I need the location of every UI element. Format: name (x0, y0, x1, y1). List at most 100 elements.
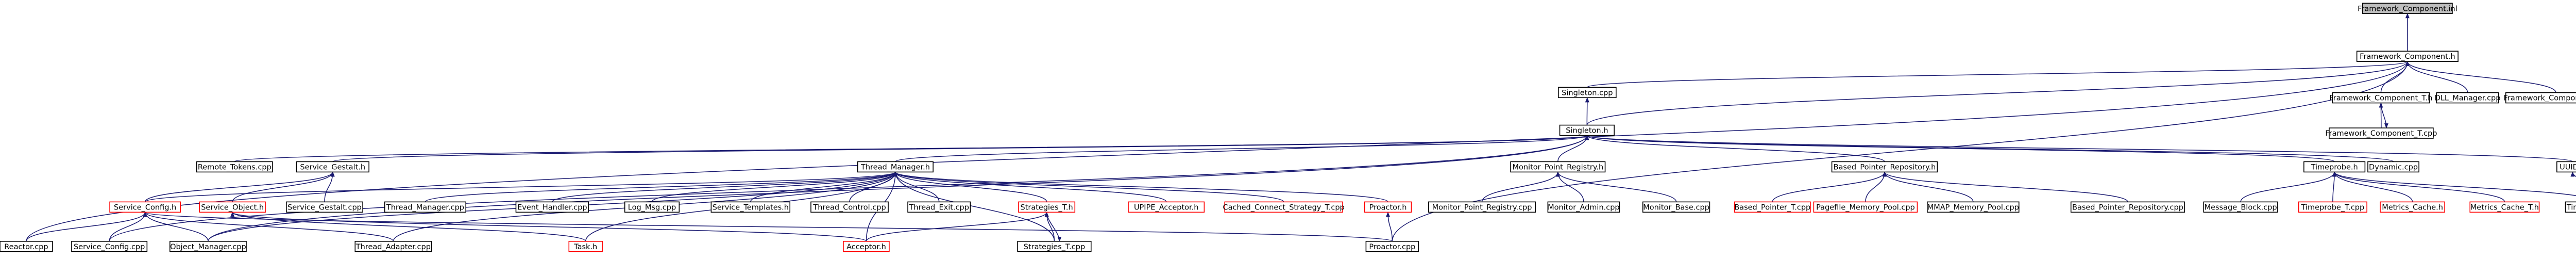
node-box (1128, 201, 1205, 213)
node-label: Based_Pointer_Repository.cpp (2072, 203, 2183, 212)
node-svc-templates[interactable]: Service_Templates.h (710, 201, 791, 213)
node-based-ptr-t[interactable]: Based_Pointer_T.cpp (1734, 201, 1811, 213)
node-label: Singleton.h (1566, 127, 1608, 135)
dependency-edge (1585, 135, 1885, 163)
node-svc-gestalt-h[interactable]: Service_Gestalt.h (296, 161, 369, 173)
node-fc-h[interactable]: Framework_Component.h (2356, 51, 2459, 62)
node-timeprobe-h[interactable]: Timeprobe.h (2303, 161, 2366, 173)
node-proactor-h[interactable]: Proactor.h (1364, 201, 1412, 213)
node-timeprobe-t[interactable]: Timeprobe_T.cpp (2298, 201, 2367, 213)
node-uuid-h[interactable]: UUID.h (2556, 161, 2576, 173)
node-monitor-fr-h[interactable]: Monitor_Point_Registry.h (1510, 161, 1606, 173)
node-label: Event_Handler.cpp (517, 203, 587, 212)
node-based-ptr-cpp[interactable]: Based_Pointer_Repository.cpp (2070, 201, 2185, 213)
node-label: Based_Pointer_T.cpp (1734, 203, 1810, 212)
node-proactor-cpp[interactable]: Proactor.cpp (1365, 240, 1419, 252)
node-singleton-h[interactable]: Singleton.h (1559, 124, 1615, 136)
node-box (1364, 201, 1412, 213)
dependency-edge (1585, 135, 2573, 163)
node-label: Thread_Manager.h (860, 163, 930, 171)
node-box (1559, 124, 1615, 136)
dependency-edge (144, 171, 335, 202)
node-thread-control[interactable]: Thread_Control.cpp (810, 201, 889, 213)
node-based-ptr-h[interactable]: Based_Pointer_Repository.h (1831, 161, 1938, 173)
node-box (196, 161, 273, 173)
node-strategies-t-cpp[interactable]: Strategies_T.cpp (1017, 240, 1092, 252)
node-box (2332, 92, 2430, 104)
node-remote-tokens[interactable]: Remote_Tokens.cpp (196, 161, 273, 173)
node-monitor-admin[interactable]: Monitor_Admin.cpp (1547, 201, 1620, 213)
node-dll-mgr[interactable]: DLL_Manager.cpp (2435, 92, 2501, 104)
node-object-mgr[interactable]: Object_Manager.cpp (170, 240, 247, 252)
node-thread-mgr-cpp[interactable]: Thread_Manager.cpp (384, 201, 466, 213)
node-box (1224, 201, 1343, 213)
node-upipe-acceptor[interactable]: UPIPE_Acceptor.h (1128, 201, 1205, 213)
node-label: Proactor.h (1369, 203, 1407, 212)
node-box (1557, 87, 1617, 99)
node-fct-cpp[interactable]: Framework_Component_T.cpp (2325, 127, 2437, 139)
node-label: Service_Config.cpp (74, 243, 145, 251)
node-acceptor-h[interactable]: Acceptor.h (843, 240, 890, 252)
node-task-h[interactable]: Task.h (568, 240, 603, 252)
node-box (2356, 51, 2459, 62)
dependency-edge (893, 171, 1284, 203)
node-strategies-t-h[interactable]: Strategies_T.h (1018, 201, 1076, 213)
node-label: Object_Manager.cpp (170, 243, 246, 251)
node-reactor-cpp[interactable]: Reactor.cpp (0, 240, 53, 252)
node-metrics-cache-h[interactable]: Metrics_Cache.h (2380, 201, 2445, 213)
dependency-edge (893, 171, 1388, 203)
node-label: Monitor_Admin.cpp (1548, 203, 1620, 212)
node-box (71, 240, 148, 252)
dependency-edge (234, 135, 1589, 163)
node-label: Timeprobe.cpp (2566, 203, 2576, 212)
node-svc-gestalt-cpp[interactable]: Service_Gestalt.cpp (286, 201, 363, 213)
dependency-edge (1883, 171, 2128, 202)
dependency-edge (332, 135, 1589, 163)
node-timeprobe-cpp[interactable]: Timeprobe.cpp (2565, 201, 2576, 213)
node-mmap-pool[interactable]: MMAP_Memory_Pool.cpp (1927, 201, 2020, 213)
dependency-edge (1772, 171, 1887, 202)
node-cached-connect[interactable]: Cached_Connect_Strategy_T.cpp (1223, 201, 1345, 213)
node-svc-object-h[interactable]: Service_Object.h (199, 201, 266, 213)
dependency-edge (324, 171, 335, 202)
node-svc-config-h[interactable]: Service_Config.h (109, 201, 181, 213)
dependency-edge (1883, 171, 1974, 202)
node-box (2556, 161, 2576, 173)
node-box (1428, 201, 1536, 213)
node-box (354, 240, 432, 252)
node-box (2565, 201, 2576, 213)
node-pagefile-pool[interactable]: Pagefile_Memory_Pool.cpp (1813, 201, 1918, 213)
node-label: Based_Pointer_Repository.h (1834, 163, 1936, 171)
node-label: Framework_Component_T.cpp (2325, 129, 2437, 138)
dependency-edge (232, 171, 335, 202)
node-dynamic-cpp[interactable]: Dynamic.cpp (2367, 161, 2419, 173)
dependency-edge (893, 171, 1167, 202)
node-metrics-cache-t[interactable]: Metrics_Cache_T.h (2469, 201, 2540, 213)
node-fct-h[interactable]: Framework_Component_T.h (2329, 92, 2432, 104)
node-box (170, 240, 247, 252)
node-label: Service_Templates.h (713, 203, 789, 212)
node-label: Strategies_T.h (1021, 203, 1073, 212)
dependency-edge (1386, 212, 1393, 241)
node-thread-mgr-h[interactable]: Thread_Manager.h (857, 161, 934, 173)
node-monitor-pr-cpp[interactable]: Monitor_Point_Registry.cpp (1428, 201, 1536, 213)
node-singleton-cpp[interactable]: Singleton.cpp (1557, 87, 1617, 99)
dependency-edge (2405, 61, 2556, 93)
node-fc-cpp[interactable]: Framework_Component.cpp (2504, 92, 2576, 104)
node-label: Monitor_Base.cpp (1643, 203, 1709, 212)
node-event-handler[interactable]: Event_Handler.cpp (515, 201, 589, 213)
node-thread-adapter[interactable]: Thread_Adapter.cpp (354, 240, 432, 252)
node-label: Framework_Component.h (2360, 53, 2455, 61)
dependency-edge (2380, 103, 2388, 129)
node-log-msg[interactable]: Log_Msg.cpp (624, 201, 680, 213)
node-svc-config-cpp[interactable]: Service_Config.cpp (71, 240, 148, 252)
node-label: Strategies_T.cpp (1024, 243, 1085, 251)
dependency-edge (1585, 135, 2394, 163)
node-thread-exit[interactable]: Thread_Exit.cpp (907, 201, 971, 213)
dependency-edge (1586, 61, 2410, 125)
node-box (710, 201, 791, 213)
node-monitor-base[interactable]: Monitor_Base.cpp (1642, 201, 1710, 213)
node-box (1831, 161, 1938, 173)
node-message-block[interactable]: Message_Block.cpp (2203, 201, 2278, 213)
node-label: Framework_Component.cpp (2504, 94, 2576, 103)
